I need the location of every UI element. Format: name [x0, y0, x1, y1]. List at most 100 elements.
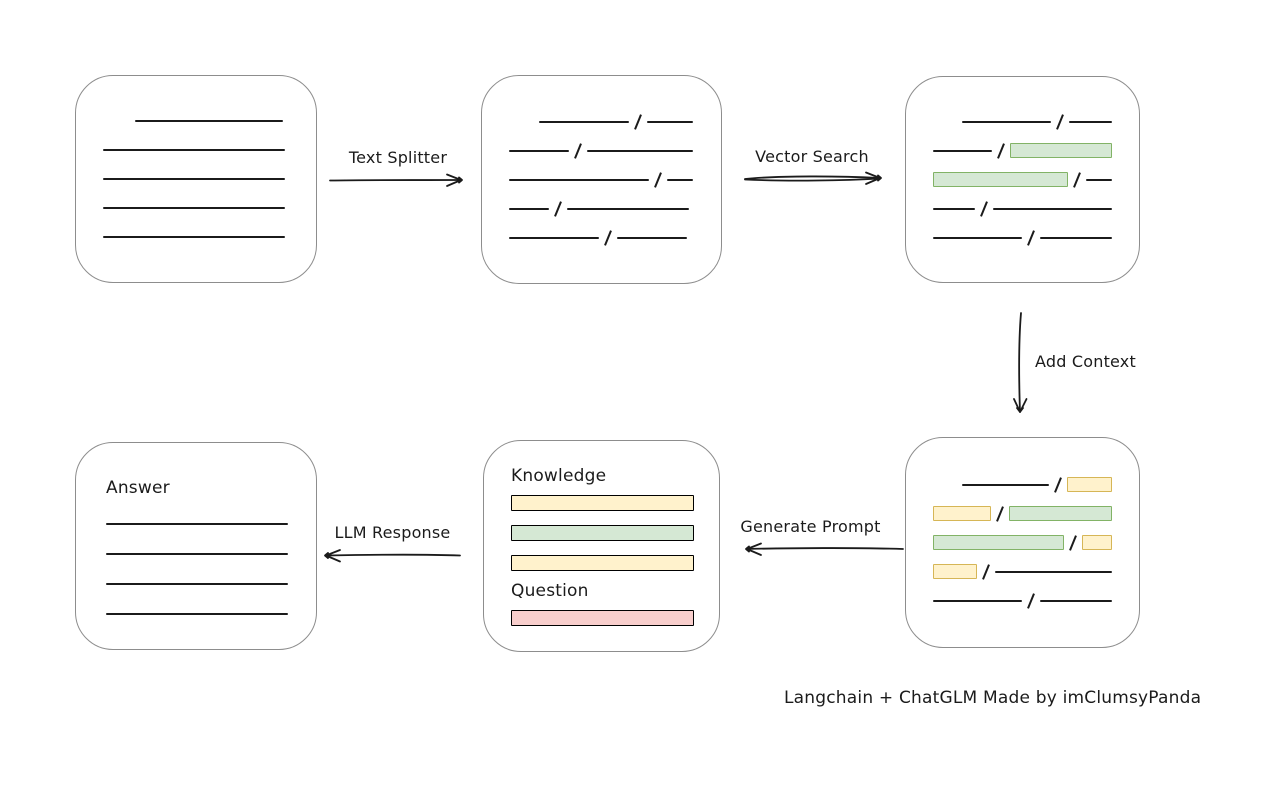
text-row [933, 476, 1112, 493]
yellow-prompt-bar [511, 555, 694, 571]
text-line [103, 236, 285, 238]
chunk-separator-slash [995, 505, 1004, 522]
indent-spacer [509, 121, 539, 122]
text-line [1068, 120, 1112, 123]
text-row [933, 171, 1112, 188]
text-line [509, 149, 569, 152]
text-line [539, 120, 629, 123]
text-row [509, 113, 694, 130]
text-line [667, 178, 693, 181]
green-highlight-bar [1010, 143, 1112, 158]
text-row [933, 505, 1112, 522]
context-box [905, 437, 1140, 648]
text-line [933, 149, 993, 152]
split-chunks-lines [482, 113, 721, 246]
diagram-caption: Langchain + ChatGLM Made by imClumsyPand… [784, 688, 1202, 708]
answer-text-line [106, 552, 288, 555]
text-line [103, 207, 285, 209]
chunk-separator-slash [604, 229, 612, 246]
text-row [509, 142, 694, 159]
indent-spacer [933, 484, 962, 485]
knowledge-bars [511, 495, 694, 571]
text-row [933, 113, 1112, 130]
text-row [509, 171, 694, 188]
answer-box: Answer [75, 442, 317, 650]
chunk-separator-slash [1026, 229, 1035, 246]
text-line [617, 236, 687, 239]
answer-text-line [106, 522, 288, 525]
question-title: Question [511, 581, 589, 601]
text-line [933, 236, 1022, 239]
text-line [1039, 599, 1112, 602]
chunk-separator-slash [1068, 534, 1077, 551]
text-line [509, 207, 549, 210]
answer-text-line [106, 582, 288, 585]
text-line [103, 178, 285, 180]
llm-response-label: LLM Response [334, 523, 451, 542]
vector-search-result-lines [906, 113, 1139, 246]
chunk-separator-slash [1055, 113, 1064, 130]
knowledge-title: Knowledge [511, 466, 607, 486]
text-row [103, 229, 289, 245]
yellow-highlight-bar [933, 506, 991, 521]
text-line [994, 570, 1112, 573]
text-row [103, 171, 289, 187]
text-line [135, 120, 283, 122]
chunk-separator-slash [1026, 592, 1035, 609]
text-row [933, 142, 1112, 159]
chunk-separator-slash [554, 200, 562, 217]
text-row [103, 113, 289, 129]
text-line [933, 207, 976, 210]
text-row [933, 592, 1112, 609]
yellow-prompt-bar [511, 495, 694, 511]
green-highlight-bar [1008, 506, 1112, 521]
generate-prompt-arrow-icon [745, 542, 904, 556]
green-prompt-bar [511, 525, 694, 541]
chunk-separator-slash [997, 142, 1005, 159]
add-context-arrow-icon [1013, 312, 1028, 413]
vector-search-result-box [905, 76, 1140, 283]
text-line [103, 149, 285, 151]
text-line [961, 120, 1051, 123]
chunk-separator-slash [980, 200, 989, 217]
text-row [933, 534, 1112, 551]
text-splitter-label: Text Splitter [348, 148, 448, 167]
green-highlight-bar [933, 535, 1064, 550]
text-line [1085, 178, 1112, 181]
answer-lines [106, 522, 288, 615]
yellow-highlight-bar [933, 564, 977, 579]
vector-search-label: Vector Search [755, 147, 869, 166]
text-row [509, 200, 694, 217]
question-bar [511, 610, 694, 626]
document-lines [76, 113, 316, 245]
document-box [75, 75, 317, 283]
text-row [509, 229, 694, 246]
text-line [647, 120, 693, 123]
split-chunks-box [481, 75, 722, 284]
text-line [509, 178, 649, 181]
chunk-separator-slash [634, 113, 642, 130]
answer-text-line [106, 612, 288, 615]
chunk-separator-slash [654, 171, 662, 188]
llm-response-arrow-icon [324, 549, 461, 563]
text-line [933, 599, 1022, 602]
vector-search-arrow-icon [744, 171, 882, 185]
text-row [933, 229, 1112, 246]
text-row [933, 563, 1112, 580]
add-context-label: Add Context [1035, 352, 1136, 371]
green-highlight-bar [933, 172, 1068, 187]
chunk-separator-slash [982, 563, 990, 580]
chunk-separator-slash [574, 142, 582, 159]
answer-title: Answer [106, 477, 170, 498]
indent-spacer [933, 121, 962, 122]
text-line [509, 236, 599, 239]
chunk-separator-slash [1072, 171, 1081, 188]
text-splitter-arrow-icon [329, 173, 463, 187]
text-row [103, 142, 289, 158]
text-line [587, 149, 693, 152]
red-prompt-bar [511, 610, 694, 626]
text-line [1039, 236, 1112, 239]
context-lines [906, 476, 1139, 609]
text-row [103, 200, 289, 216]
